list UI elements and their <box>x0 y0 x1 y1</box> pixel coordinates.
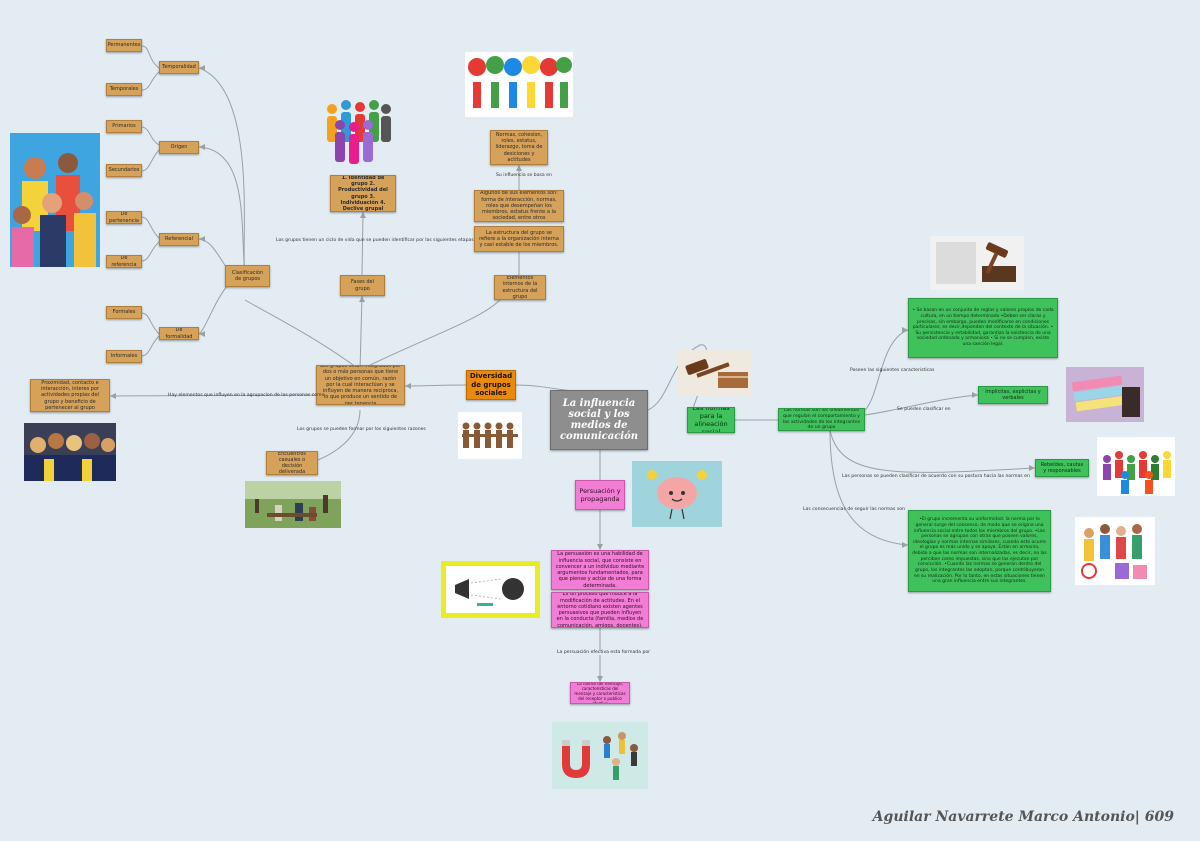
clasificacion-node[interactable]: Clasificación de grupos <box>225 265 270 287</box>
elementos-list-node[interactable]: Normas, cohesion, roles, estatus, lidera… <box>490 130 548 165</box>
persuasion-desc1-node[interactable]: La persuasión es una habilidad de influe… <box>551 550 649 590</box>
magnet-people-image <box>552 722 648 789</box>
folders-image <box>1066 367 1144 422</box>
fases-label: Los grupos tienen un ciclo de vida que s… <box>276 238 474 243</box>
diversidad-node[interactable]: Diversidad de grupos sociales <box>466 370 516 400</box>
permanentes-node[interactable]: Permanentes <box>106 39 142 52</box>
origen-node[interactable]: Origen <box>159 141 199 154</box>
judge-gavel-image <box>930 236 1024 290</box>
proximidad-node[interactable]: Proximidad, contacto e interacción, inte… <box>30 379 110 412</box>
primarios-node[interactable]: Primarios <box>106 120 142 133</box>
people-figures-image <box>1097 437 1175 496</box>
persuasion-label: La persuación efectiva esta formada por <box>557 650 651 655</box>
team-huddle-image <box>24 423 116 481</box>
postura-label: Las personas se pueden clasificar de acu… <box>842 474 1030 479</box>
brain-character-image <box>632 461 722 527</box>
central-topic[interactable]: La influencia social y los medios de com… <box>550 390 648 450</box>
persuasion-desc2-node[interactable]: Es un proceso que induce a la modificaci… <box>551 592 649 628</box>
poseen-label: Poseen las siguientes caracteristicas <box>850 368 935 373</box>
de-formalidad-node[interactable]: De formalidad <box>159 327 199 340</box>
colorful-crowd-image <box>327 100 391 164</box>
consecuencias-node[interactable]: •El grupo incrementa su uniformidad: la … <box>908 510 1051 592</box>
crowd-sign-image <box>1075 517 1155 585</box>
estructura-desc-node[interactable]: La estructura del grupo se refiere a la … <box>474 226 564 252</box>
gears-people-image <box>465 52 573 117</box>
informales-node[interactable]: Informales <box>106 350 142 363</box>
fases-node[interactable]: Fases del grupo <box>340 275 385 296</box>
formar-label: Los grupos se pueden formar por los sigu… <box>297 427 426 432</box>
temporales-node[interactable]: Temporales <box>106 83 142 96</box>
encuentros-node[interactable]: Encuentros casuales o decisión deliverad… <box>266 451 318 475</box>
referencial-node[interactable]: Referencial <box>159 233 199 246</box>
paper-chain-image <box>458 412 522 459</box>
rebeldes-node[interactable]: Rebeldes, cautas y responsables <box>1035 459 1089 477</box>
megaphone-brain-image <box>441 561 540 618</box>
fases-list-node[interactable]: 1. Identidad de grupo 2. Productividad d… <box>330 175 396 212</box>
clasificar-label: Se pueden clasificar en <box>897 407 951 412</box>
caracteristicas-node[interactable]: • Se basan en un conjunto de reglas y va… <box>908 298 1058 358</box>
group-photo-image <box>10 133 100 267</box>
normas-desc-node[interactable]: Las normas son los lineamientos que regu… <box>778 408 865 431</box>
de-pertenencia-node[interactable]: De pertenencia <box>106 211 142 224</box>
persuasion-efectiva-node[interactable]: La fuente del mensaje, características d… <box>570 682 630 704</box>
su-influencia-label: Su influencia se basa en <box>496 173 552 178</box>
secundarios-node[interactable]: Secundarios <box>106 164 142 177</box>
normas-node[interactable]: Las normas para la alineación social <box>687 407 735 433</box>
grupos-desc-node[interactable]: Los grupos están integrados por dos o má… <box>316 365 405 405</box>
de-referencia-node[interactable]: De referencia <box>106 255 142 268</box>
elementos-internos-node[interactable]: Elementos internos de la estructura del … <box>494 275 546 300</box>
park-people-image <box>245 481 341 528</box>
consecuencias-label: Las consecuencias de seguir las normas s… <box>803 507 905 512</box>
gavel-image <box>678 350 752 396</box>
formales-node[interactable]: Formales <box>106 306 142 319</box>
hay-elementos-label: Hay elementos que influyen en la agrupac… <box>168 393 325 398</box>
implicitas-node[interactable]: Implicitas, explicitas y verbales <box>978 386 1048 404</box>
temporalidad-node[interactable]: Temporalidad <box>159 61 199 74</box>
elementos-desc-node[interactable]: Algunos de sus elementos son: forma de i… <box>474 190 564 222</box>
author-footer: Aguilar Navarrete Marco Antonio| 609 <box>872 809 1174 825</box>
persuasion-node[interactable]: Persuación y propaganda <box>575 480 625 510</box>
